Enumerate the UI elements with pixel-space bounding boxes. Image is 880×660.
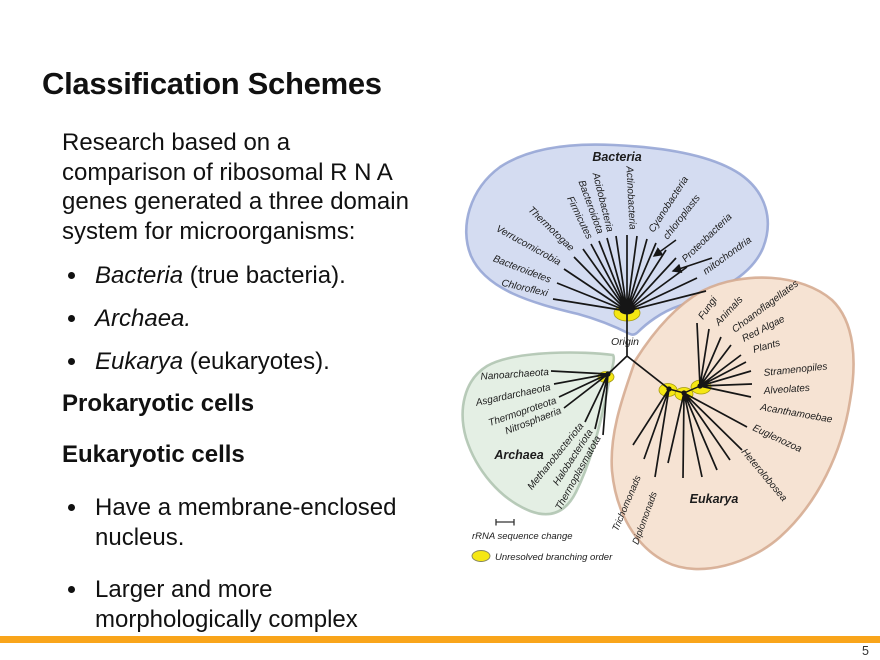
figure-legend: rRNA sequence change Unresolved branchin… xyxy=(471,519,613,563)
domain-label-eukarya: Eukarya xyxy=(690,492,739,506)
bullet-rest: (eukaryotes). xyxy=(183,348,330,375)
unresolved-legend-swatch xyxy=(471,550,491,562)
chloroplasts-arrow xyxy=(652,239,677,257)
bullet-dot xyxy=(68,504,75,511)
taxon-label-alveolates: Alveolates xyxy=(762,383,810,397)
subheading-prokaryotic-cells: Prokaryotic cells xyxy=(62,390,255,417)
bullet-bacteria: Bacteria (true bacteria). xyxy=(62,261,346,291)
eukarya-domain-blob xyxy=(610,276,855,571)
archaea-hub-dot xyxy=(605,371,611,377)
bullet-dot xyxy=(68,272,75,279)
bullet-dot xyxy=(68,586,75,593)
eukarya-hub-dot-middle xyxy=(681,390,687,396)
bullet-eukarya: Eukarya (eukaryotes). xyxy=(62,347,330,377)
bullet-lead-italic: Bacteria xyxy=(95,262,184,289)
taxon-label-nanoarchaeota: Nanoarchaeota xyxy=(480,367,549,383)
bullet-lead-italic: Eukarya xyxy=(95,348,184,375)
rrna-scale-label: rRNA sequence change xyxy=(472,531,573,542)
slide-title: Classification Schemes xyxy=(42,65,382,101)
bullet-text: Bacteria (true bacteria). xyxy=(95,261,346,291)
eukarya-fan-lines-middle xyxy=(667,392,748,479)
bullet-dot xyxy=(68,315,75,322)
bullet-text: Eukarya (eukaryotes). xyxy=(95,347,330,377)
origin-label: Origin xyxy=(611,336,639,348)
bullet-rest: (true bacteria). xyxy=(183,262,346,289)
rrna-scale-bar xyxy=(495,519,515,526)
page-number: 5 xyxy=(862,644,869,658)
bullet-text: Archaea. xyxy=(95,304,191,334)
bullet-dot xyxy=(68,358,75,365)
bullet-text: Have a membrane-enclosed nucleus. xyxy=(95,494,397,551)
taxon-label-actinobacteria: Actinobacteria xyxy=(623,165,637,230)
bullet-archaea: Archaea. xyxy=(62,304,191,334)
eukarya-fan-lines-right xyxy=(696,322,753,398)
bullet-membrane-nucleus: Have a membrane-enclosed nucleus. xyxy=(62,493,397,553)
intro-paragraph: Research based on a comparison of riboso… xyxy=(62,129,409,245)
bullet-larger-complex: Larger and more morphologically complex xyxy=(62,575,358,635)
domain-label-archaea: Archaea xyxy=(493,448,543,462)
footer-accent-bar xyxy=(0,636,880,643)
mitochondria-arrow xyxy=(671,257,713,274)
domain-label-bacteria: Bacteria xyxy=(592,150,641,164)
eukarya-fan-lines-left xyxy=(632,388,670,478)
origin-stem-lines xyxy=(607,308,670,390)
bullet-text: Larger and more morphologically complex xyxy=(95,576,358,633)
bullet-lead-italic: Archaea. xyxy=(95,305,192,332)
eukarya-hub-dot-left xyxy=(666,386,672,392)
bacteria-fan-lines xyxy=(552,235,707,312)
eukarya-hub-dot-right xyxy=(697,383,703,389)
unresolved-legend-label: Unresolved branching order xyxy=(495,552,613,563)
archaea-fan-lines xyxy=(550,370,609,436)
bacteria-hub-dot xyxy=(619,305,635,315)
subheading-eukaryotic-cells: Eukaryotic cells xyxy=(62,441,245,468)
